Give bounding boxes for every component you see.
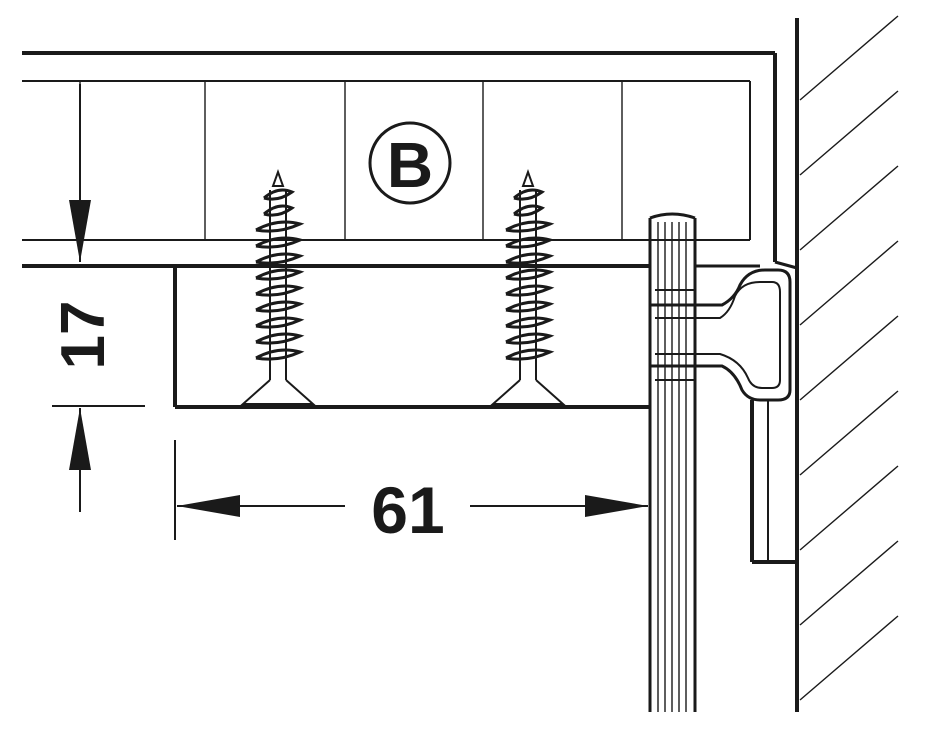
screw-thread (513, 188, 546, 201)
callout-letter: B (387, 129, 433, 201)
screw-thread (505, 236, 555, 249)
screw-thread (263, 204, 296, 217)
screw-thread (255, 268, 305, 281)
height-value: 17 (49, 301, 118, 370)
wall-hatch-icon (795, 15, 899, 712)
screw-thread (505, 220, 555, 233)
screw-thread (255, 300, 305, 313)
hinge-bracket-icon (650, 268, 797, 564)
hatch-line (799, 240, 899, 326)
screw-head (240, 379, 316, 405)
screw-head (490, 379, 566, 405)
screw-thread (255, 316, 305, 329)
screw-thread (255, 252, 305, 265)
mounting-block (173, 266, 650, 409)
screw-thread (505, 348, 555, 361)
hatch-line (799, 540, 899, 626)
wood-screw-icon (490, 169, 566, 405)
screw-thread (255, 348, 305, 361)
hatch-line (799, 315, 899, 401)
screw-tip (521, 169, 535, 187)
screw-thread (505, 268, 555, 281)
hatch-line (799, 90, 899, 176)
screw-thread (505, 284, 555, 297)
hatch-line (799, 615, 899, 701)
screw-thread (255, 220, 305, 233)
door-edge (648, 212, 697, 712)
hatch-line (799, 165, 899, 251)
hatch-line (799, 465, 899, 551)
callout-b: B (368, 121, 452, 205)
screw-thread (505, 300, 555, 313)
width-dimension: 61 (174, 440, 648, 547)
hatch-line (799, 390, 899, 476)
screw-thread (255, 236, 305, 249)
screw-thread (255, 284, 305, 297)
screw-thread (513, 204, 546, 217)
cabinet-top-panel (22, 51, 798, 270)
screw-thread (255, 332, 305, 345)
wood-screw-icon (240, 169, 316, 405)
height-dimension: 17 (49, 84, 145, 512)
width-value: 61 (371, 473, 444, 547)
screw-thread (505, 316, 555, 329)
screw-thread (263, 188, 296, 201)
screw-tip (271, 169, 285, 187)
screw-thread (505, 332, 555, 345)
hatch-line (799, 15, 899, 101)
screw-thread (505, 252, 555, 265)
